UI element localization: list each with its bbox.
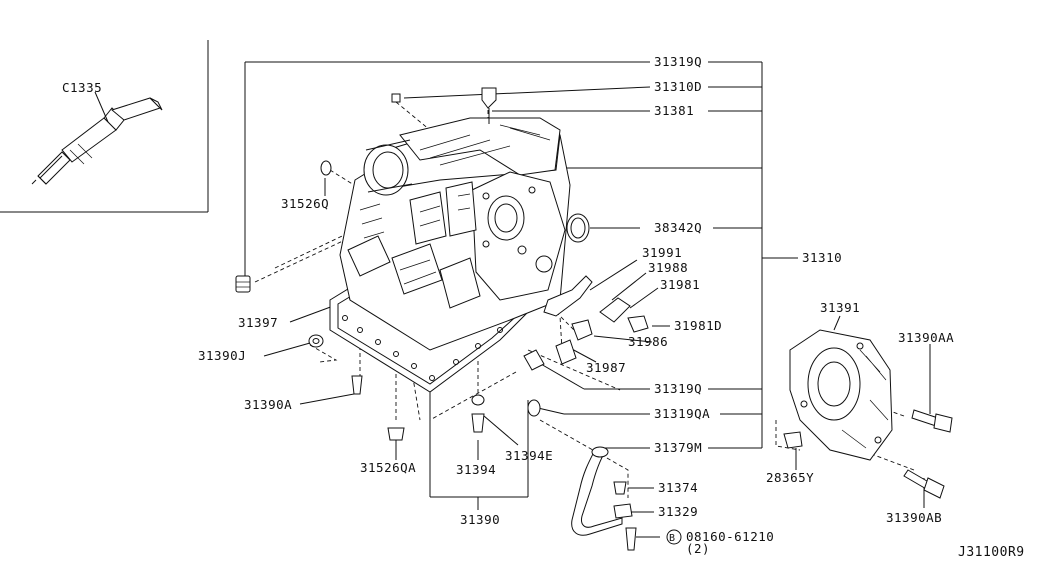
label-28365y: 28365Y	[766, 470, 814, 485]
part-31987	[555, 339, 577, 365]
label-31981d: 31981D	[674, 318, 722, 333]
breather-31397	[235, 275, 251, 293]
label-31394e: 31394E	[505, 448, 553, 463]
label-31319qa: 31319QA	[654, 406, 710, 421]
label-31310d: 31310D	[654, 79, 702, 94]
label-31390ab: 31390AB	[886, 510, 942, 525]
plug-31310d	[391, 93, 401, 103]
label-31391: 31391	[820, 300, 860, 315]
label-31319q-mid: 31319Q	[654, 381, 702, 396]
label-31390: 31390	[460, 512, 500, 527]
label-31379m: 31379M	[654, 440, 702, 455]
plug-31526q	[320, 160, 332, 176]
part-31394e	[471, 394, 485, 406]
label-31526qa: 31526QA	[360, 460, 416, 475]
magnet-31394	[471, 413, 485, 433]
plug-31526qa	[387, 427, 405, 441]
dipstick-31381	[481, 87, 497, 109]
label-31991: 31991	[642, 245, 682, 260]
label-31319q-top: 31319Q	[654, 54, 702, 69]
label-31310: 31310	[802, 250, 842, 265]
diagram-id: J31100R9	[958, 545, 1025, 560]
clip-31981d	[627, 315, 649, 333]
label-31987: 31987	[586, 360, 626, 375]
label-08160-61210: 08160-61210	[686, 529, 774, 544]
labels: 31526Q 31397 31390J 31390A 31526QA 31394…	[198, 54, 1025, 560]
label-38342q: 38342Q	[654, 220, 702, 235]
bolt-08160-61210	[625, 527, 637, 551]
label-31374: 31374	[658, 480, 698, 495]
pipe-31379m	[571, 446, 637, 551]
part-31986	[571, 319, 593, 341]
label-31390a: 31390A	[244, 397, 292, 412]
label-31397: 31397	[238, 315, 278, 330]
label-08160-qty: (2)	[686, 541, 710, 556]
label-08160-circle: B	[669, 533, 676, 544]
small-parts	[235, 87, 649, 441]
label-31381: 31381	[654, 103, 694, 118]
label-31988: 31988	[648, 260, 688, 275]
washer-31390j	[308, 334, 324, 348]
c1335-inset: C1335	[0, 40, 209, 213]
bracket-31991	[543, 275, 593, 317]
label-31390aa: 31390AA	[898, 330, 954, 345]
connector-31319qa	[527, 399, 541, 417]
sealant-tube-icon	[31, 97, 163, 185]
bracket-31310	[244, 61, 798, 449]
label-c1335: C1335	[62, 80, 102, 95]
label-31329: 31329	[658, 504, 698, 519]
label-31981: 31981	[660, 277, 700, 292]
connector-31319q	[523, 349, 545, 371]
clip-31329	[613, 503, 633, 519]
housing-cover-31391	[789, 329, 893, 461]
label-31390j: 31390J	[198, 348, 246, 363]
label-31394: 31394	[456, 462, 496, 477]
bolt-31390a	[351, 375, 363, 395]
bolt-31374	[613, 481, 627, 495]
circle-b-icon	[666, 529, 682, 545]
clip-28365y	[783, 431, 803, 449]
transmission-case	[329, 117, 571, 393]
sensor-31981	[599, 297, 631, 323]
label-31986: 31986	[628, 334, 668, 349]
label-31526q: 31526Q	[281, 196, 329, 211]
